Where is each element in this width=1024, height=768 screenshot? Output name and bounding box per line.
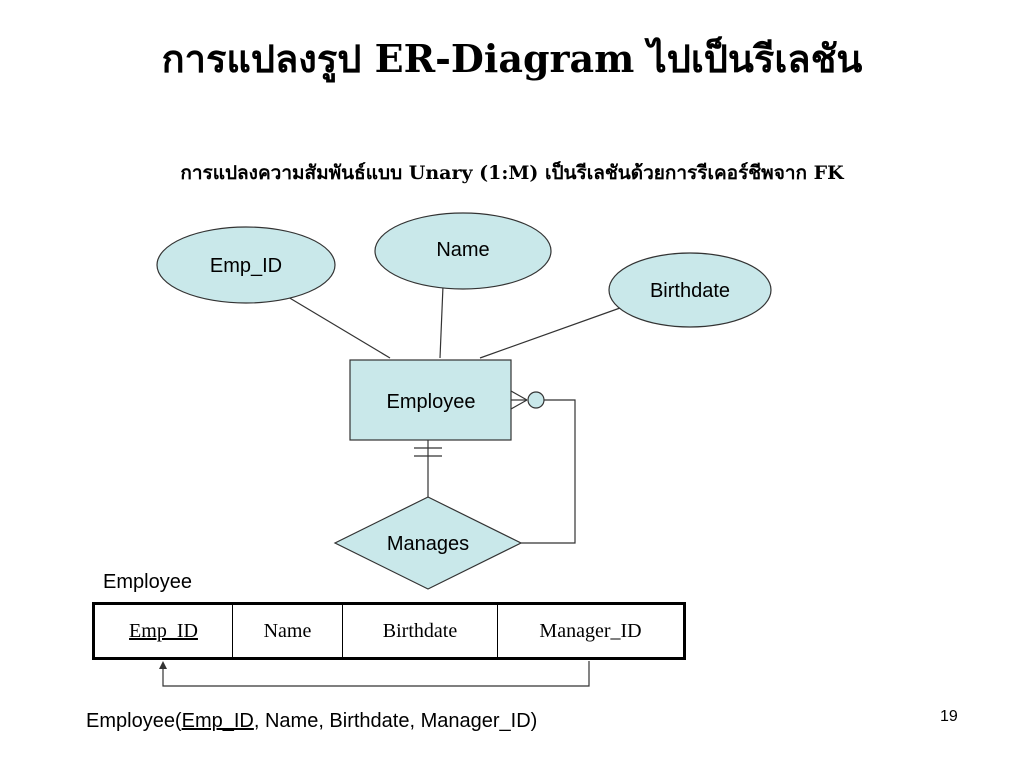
relation-table-label: Employee (103, 571, 192, 593)
attribute-emp-id (156, 226, 336, 304)
slide-title: การแปลงรูป ER-Diagram ไปเป็นรีเลชัน (161, 36, 863, 81)
attribute-birthdate (608, 252, 772, 328)
attribute-name (374, 212, 552, 290)
relation-schema: Employee(Emp_ID, Name, Birthdate, Manage… (86, 710, 537, 733)
entity-employee-label: Employee (387, 391, 476, 413)
fk-arrowhead (159, 661, 167, 669)
primary-key-label: Emp_ID (129, 619, 198, 642)
optional-circle (527, 391, 545, 409)
fk-reference-line (162, 661, 590, 687)
recursive-connector (521, 399, 576, 544)
relationship-manages-label: Manages (387, 533, 469, 555)
column-name: Name (232, 603, 343, 659)
table-row: Emp_ID Name Birthdate Manager_ID (93, 603, 685, 659)
schema-rest: , Name, Birthdate, Manager_ID) (253, 710, 538, 732)
column-manager-id: Manager_ID (497, 603, 685, 659)
entity-employee (349, 359, 512, 441)
crows-foot-top (510, 390, 528, 401)
connector-birthdate (479, 307, 621, 359)
crows-foot-bottom (510, 399, 528, 410)
relationship-manages (333, 496, 523, 590)
attribute-name-label: Name (436, 239, 489, 261)
column-emp-id: Emp_ID (93, 603, 233, 659)
schema-primary-key: Emp_ID (181, 710, 254, 732)
attribute-birthdate-label: Birthdate (650, 280, 730, 302)
attribute-emp-id-label: Emp_ID (210, 255, 282, 277)
page-number: 19 (940, 708, 958, 725)
relation-table: Emp_ID Name Birthdate Manager_ID (92, 602, 686, 660)
connector-name (439, 285, 444, 359)
schema-prefix: Employee( (86, 710, 182, 732)
connector-emp-id (287, 296, 391, 359)
slide-subtitle: การแปลงความสัมพันธ์แบบ Unary (1:M) เป็นร… (180, 162, 844, 184)
column-birthdate: Birthdate (342, 603, 498, 659)
